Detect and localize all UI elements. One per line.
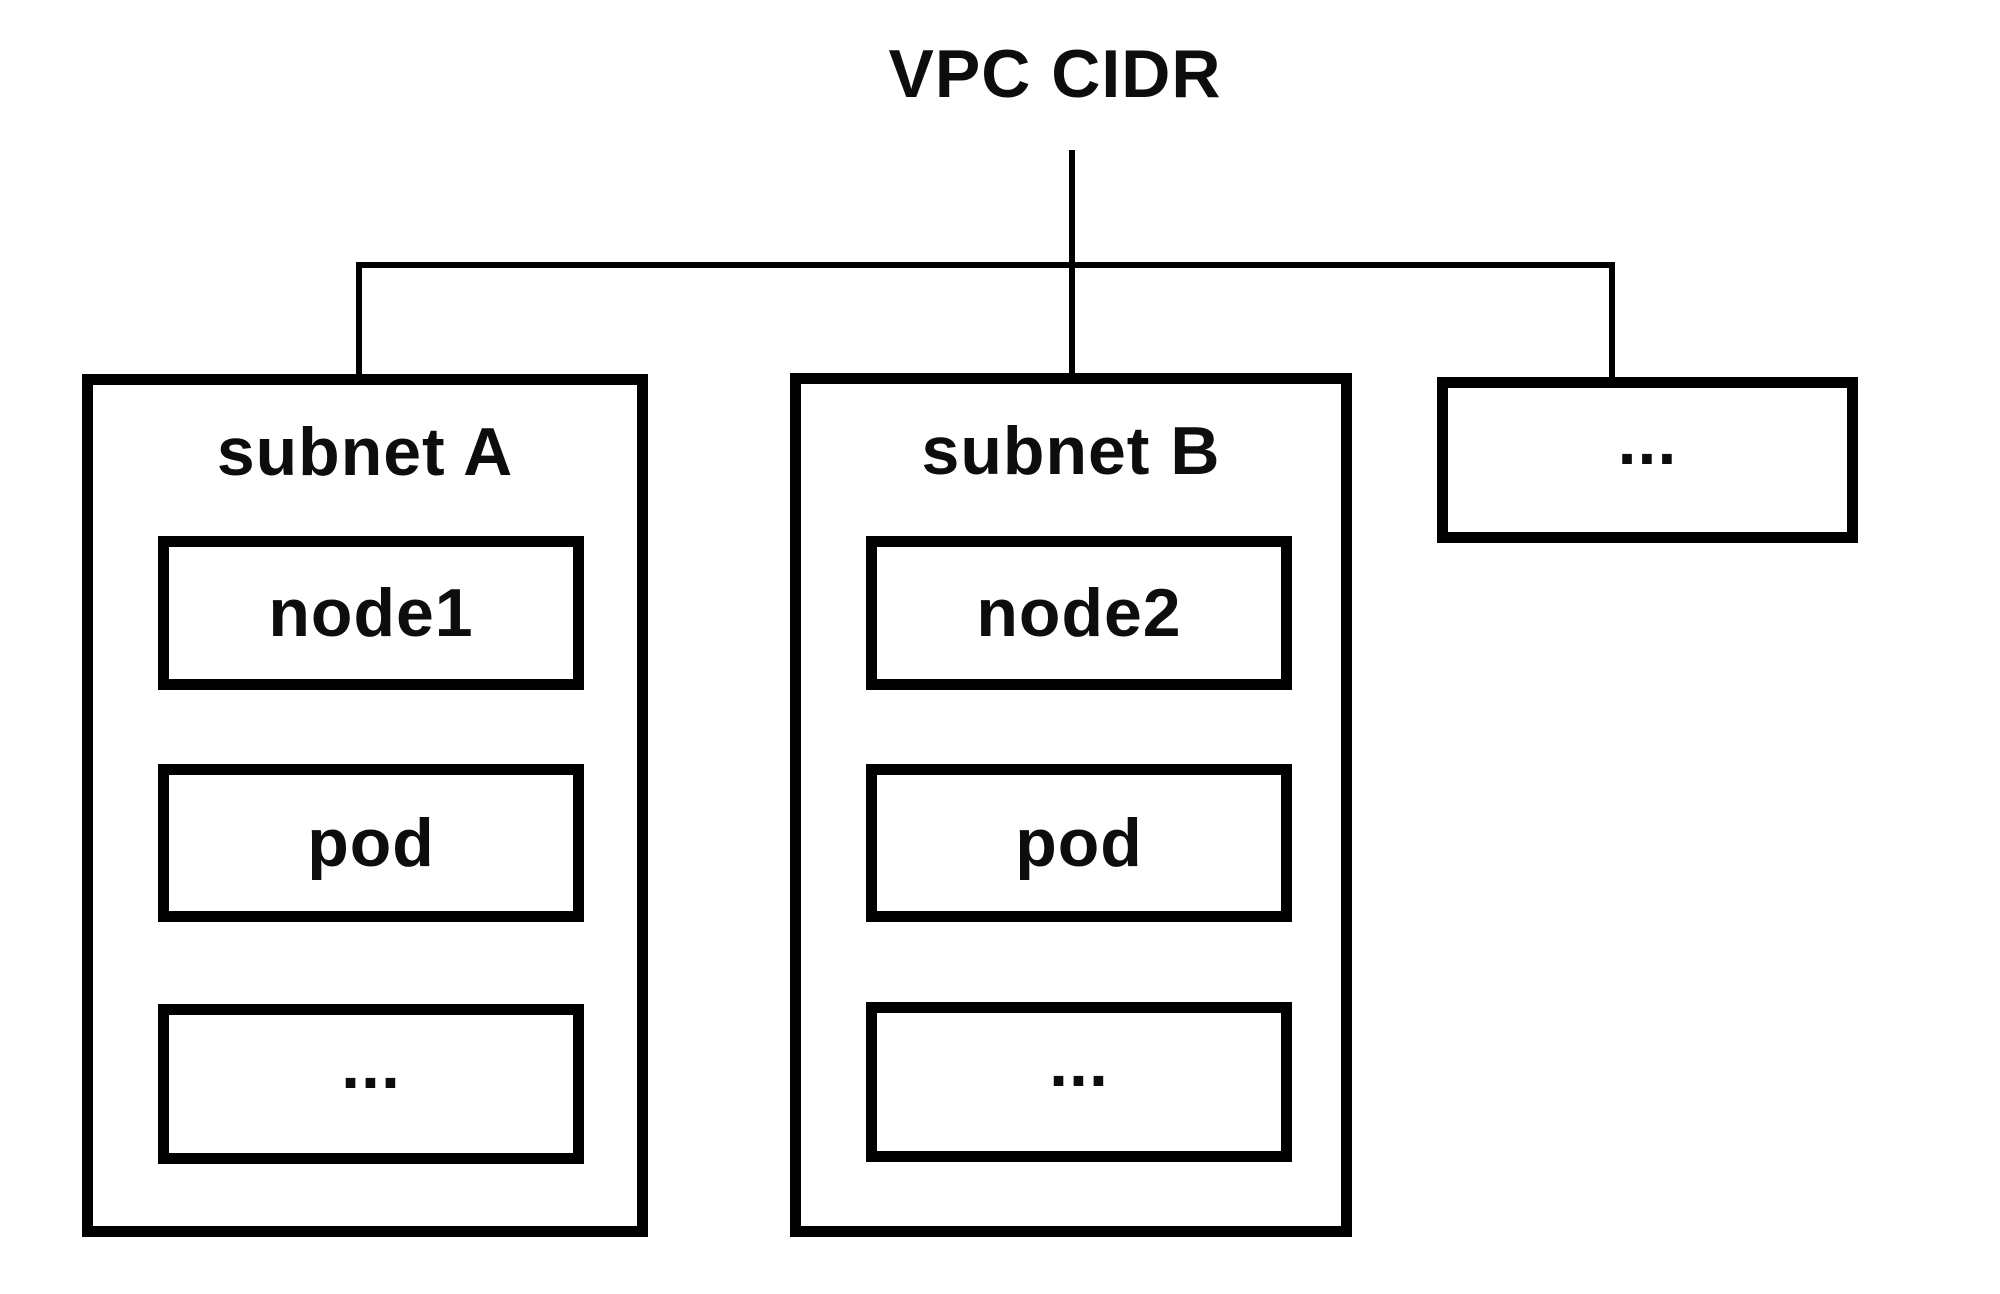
subnet-b-pod-label: pod: [1015, 805, 1143, 881]
subnet-a-label: subnet A: [216, 414, 514, 490]
subnet-a-pod-box: pod: [158, 764, 584, 922]
connector-subnet-a-drop: [356, 262, 362, 380]
connector-ellipsis-drop: [1609, 262, 1615, 384]
node2-label: node2: [976, 575, 1182, 651]
subnet-a-more-box: ...: [158, 1004, 584, 1164]
subnet-a-more-label: ...: [341, 1026, 401, 1103]
node1-label: node1: [268, 575, 474, 651]
connector-horizontal: [356, 262, 1615, 268]
node1-box: node1: [158, 536, 584, 690]
subnet-b-box: subnet B node2 pod ...: [790, 373, 1352, 1237]
subnet-b-pod-box: pod: [866, 764, 1292, 922]
subnet-a-pod-label: pod: [307, 805, 435, 881]
subnet-b-more-label: ...: [1049, 1024, 1109, 1101]
subnet-b-label: subnet B: [921, 413, 1221, 489]
node2-box: node2: [866, 536, 1292, 690]
vpc-cidr-label: VPC CIDR: [888, 36, 1222, 112]
subnet-a-box: subnet A node1 pod ...: [82, 374, 648, 1237]
subnet-more-label: ...: [1617, 402, 1678, 479]
subnet-b-more-box: ...: [866, 1002, 1292, 1162]
subnet-more-box: ...: [1437, 377, 1858, 543]
